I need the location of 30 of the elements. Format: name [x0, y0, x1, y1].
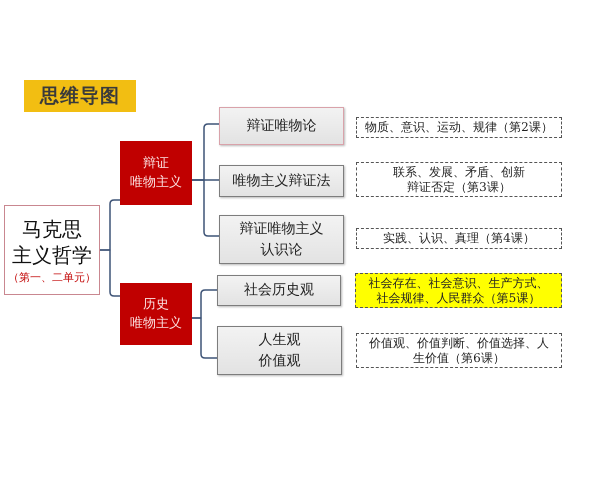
- branch-label: 辩证唯物主义: [130, 154, 182, 192]
- concept-box: [219, 215, 344, 264]
- unit-note: （第一、二单元）: [8, 271, 96, 284]
- concept-box: [217, 275, 341, 306]
- note-box: [356, 333, 562, 368]
- branch-label: 历史唯物主义: [130, 296, 182, 333]
- concept-label: 人生观价值观: [258, 331, 300, 370]
- concept-box: [219, 165, 344, 197]
- branch-box: [120, 283, 192, 345]
- topic-box: [4, 205, 100, 295]
- title-heading: 思维导图: [24, 80, 136, 112]
- note-text: 实践、认识、真理（第4课）: [383, 231, 535, 246]
- concept-label: 社会历史观: [244, 281, 314, 300]
- bracket-connector: [192, 317, 217, 359]
- note-text: 价值观、价值判断、价值选择、人生价值（第6课）: [369, 336, 549, 366]
- note-box: [356, 162, 562, 197]
- concept-box: [217, 326, 342, 375]
- topic-text: 马克思主义哲学: [12, 216, 92, 268]
- bracket-connector: [100, 249, 120, 297]
- note-text: 物质、意识、运动、规律（第2课）: [365, 120, 553, 135]
- note-box: [355, 273, 562, 308]
- concept-label: 辩证唯物主义认识论: [240, 220, 324, 260]
- concept-label: 辩证唯物论: [246, 116, 316, 136]
- note-box: [356, 117, 562, 138]
- note-text: 联系、发展、矛盾、创新辩证否定（第3课）: [393, 164, 525, 194]
- concept-box: [219, 107, 344, 145]
- note-text: 社会存在、社会意识、生产方式、社会规律、人民群众（第5课）: [368, 276, 548, 306]
- branch-box: [120, 141, 192, 205]
- concept-label: 唯物主义辩证法: [232, 172, 330, 191]
- note-box: [356, 228, 562, 249]
